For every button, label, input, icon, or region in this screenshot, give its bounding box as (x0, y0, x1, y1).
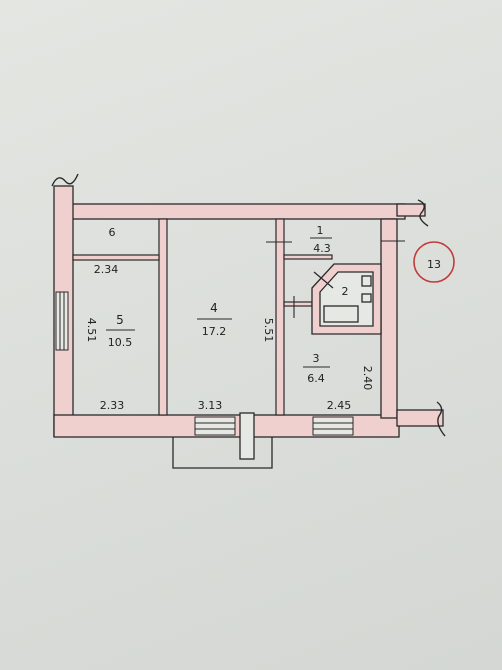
room-labels: 6 2.34 5 10.5 4 17.2 1 4.3 2 3 6.4 (94, 224, 349, 385)
dim-room-5-height: 4.51 (85, 318, 98, 343)
room-1-area: 4.3 (313, 242, 331, 255)
bathroom-block (311, 263, 382, 335)
dim-bottom-left: 2.33 (100, 399, 125, 412)
partition-5-4 (158, 218, 168, 416)
room-2-number: 2 (342, 285, 349, 298)
dim-room-3-height: 2.40 (361, 366, 374, 391)
balcony (172, 412, 273, 469)
windows (55, 291, 354, 436)
balcony-outline (172, 437, 273, 469)
top-wall (57, 203, 406, 220)
room-1-number: 1 (317, 224, 324, 237)
break-mark-top-left (51, 173, 79, 187)
plan-number: 13 (427, 258, 441, 271)
bathtub-fixture (323, 305, 359, 323)
partition-1-3 (283, 254, 333, 260)
sink-fixture (361, 293, 372, 303)
room-6-number: 6 (109, 226, 116, 239)
wall-break-marks (51, 173, 446, 437)
room-6-width: 2.34 (94, 263, 119, 276)
dim-middle-height: 5.51 (262, 318, 275, 343)
room-5-number: 5 (116, 313, 124, 327)
right-wall (380, 218, 398, 419)
window-room-4 (194, 416, 236, 436)
partition-4-3 (275, 218, 285, 416)
room-5-area: 10.5 (108, 336, 133, 349)
top-wall-extension (396, 203, 426, 217)
room-3-number: 3 (313, 352, 320, 365)
right-wall-extension (396, 409, 444, 427)
break-mark-top-right (417, 199, 429, 227)
plan-number-stamp (413, 241, 455, 283)
dim-bottom-middle: 3.13 (198, 399, 223, 412)
partition-6-5 (72, 254, 160, 261)
toilet-fixture (361, 275, 372, 287)
room-2-leader (313, 271, 334, 289)
break-mark-bottom-right (436, 401, 446, 437)
balcony-door (239, 412, 255, 460)
room-4-number: 4 (210, 301, 218, 315)
window-room-3 (312, 416, 354, 436)
interior-walls (72, 218, 333, 416)
door-marks (266, 240, 405, 318)
dim-bottom-right: 2.45 (327, 399, 352, 412)
bathroom-wall-inner (319, 271, 374, 327)
dimension-labels: 4.51 5.51 2.40 2.33 3.13 2.45 (85, 318, 374, 412)
room-3-area: 6.4 (307, 372, 325, 385)
room-4-area: 17.2 (202, 325, 227, 338)
partition-3-stub (283, 301, 313, 307)
window-room-5 (55, 291, 69, 351)
